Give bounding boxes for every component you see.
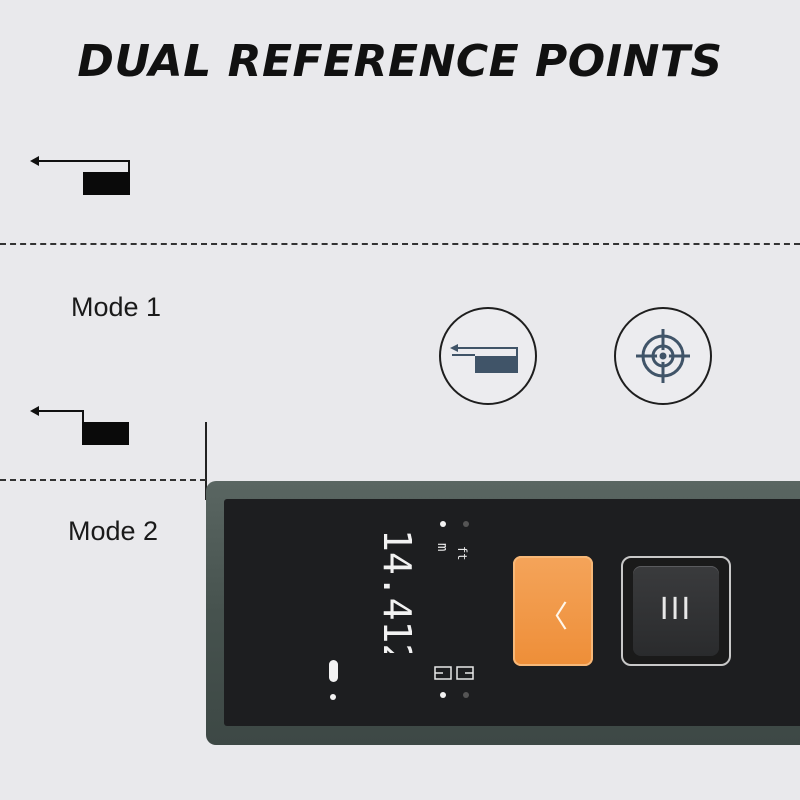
mode2-label: Mode 2 [68, 516, 159, 546]
unit-ft-dot [463, 521, 469, 527]
unit-ft: ft [455, 546, 469, 560]
reference-mode-circle-icon[interactable] [439, 307, 537, 405]
triple-bar-icon: III [659, 592, 693, 627]
page-title: DUAL REFERENCE POINTS [77, 36, 723, 87]
menu-button-face: III [633, 566, 719, 656]
front-reference-icon [30, 406, 129, 445]
chevron-left-icon: 〈 [538, 600, 568, 635]
mode1-label: Mode 1 [71, 292, 162, 322]
distance-reading-text: 14.412 [376, 529, 418, 653]
reference-rear-dot [440, 692, 446, 698]
crosshair-target-circle-icon[interactable] [614, 307, 712, 405]
status-indicator-dot [330, 694, 336, 700]
dashed-divider-bottom [0, 479, 206, 481]
unit-m: m [434, 543, 450, 551]
back-button[interactable]: 〈 [513, 556, 593, 666]
reference-line [205, 422, 207, 500]
reference-front-dot [463, 692, 469, 698]
status-indicator-bar [329, 660, 338, 682]
unit-m-dot [440, 521, 446, 527]
distance-reading: 14.412 [375, 525, 419, 666]
menu-button[interactable]: III [621, 556, 731, 666]
dashed-divider-top [0, 243, 800, 245]
rear-reference-icon [30, 156, 130, 195]
